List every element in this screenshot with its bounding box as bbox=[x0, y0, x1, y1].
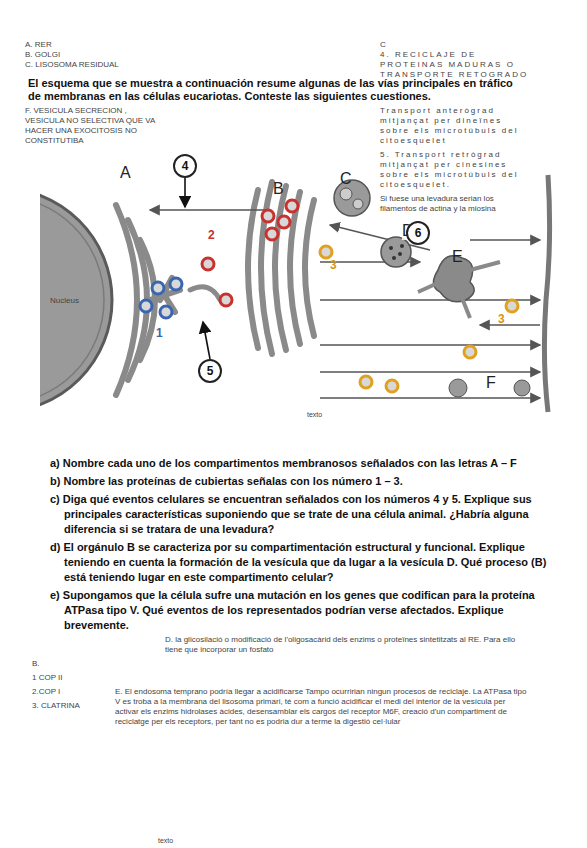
answer-note: C bbox=[380, 40, 530, 50]
question: b) Nombre las proteínas de cubiertas señ… bbox=[48, 474, 569, 489]
callout-number: 5 bbox=[207, 364, 214, 378]
compartment-letter: A bbox=[120, 164, 131, 182]
question: d) El orgánulo B se caracteriza por su c… bbox=[48, 540, 569, 585]
callout-circle: 4 bbox=[173, 154, 197, 178]
answer-note: Transport anterògrad mitjançat per dineï… bbox=[380, 106, 528, 146]
coat-number: 3 bbox=[498, 312, 505, 326]
coat-number: 1 bbox=[156, 326, 163, 340]
answer-note: D. la glicosilació o modificació de l'ol… bbox=[165, 635, 530, 655]
compartment-letter: C bbox=[340, 170, 352, 188]
compartment-letter: B bbox=[273, 180, 284, 198]
compartment-letter: E bbox=[452, 248, 463, 266]
question: e) Supongamos que la célula sufre una mu… bbox=[48, 588, 569, 633]
answer-note: 1 COP II bbox=[32, 673, 132, 683]
answer-note: A. RER bbox=[25, 40, 175, 50]
answer-note: Si fuese una levadura serian los filamen… bbox=[380, 194, 528, 214]
answer-note: E. El endosoma temprano podría llegar a … bbox=[115, 687, 530, 727]
coat-number: 3 bbox=[330, 258, 337, 272]
caption-note: texto bbox=[158, 836, 173, 845]
compartment-letter: F bbox=[486, 374, 496, 392]
callout-circle: 5 bbox=[198, 359, 222, 383]
caption-note: texto bbox=[307, 410, 322, 419]
question: c) Diga qué eventos celulares se encuent… bbox=[48, 492, 569, 537]
answer-note: 5. Transport retrògrad mitjançat per cin… bbox=[380, 150, 528, 190]
callout-circle: 6 bbox=[406, 221, 430, 245]
title: El esquema que se muestra a continuación… bbox=[28, 77, 528, 103]
answer-note: B. bbox=[32, 659, 132, 669]
coat-number: 2 bbox=[208, 228, 215, 242]
nucleus-label: Nucleus bbox=[50, 296, 79, 306]
answer-note: C. LISOSOMA RESIDUAL bbox=[25, 60, 175, 70]
answer-note: F. VESICULA SECRECION , VESICULA NO SELE… bbox=[25, 106, 160, 146]
answer-note: 4. RECICLAJE DE PROTEINAS MADURAS O TRAN… bbox=[380, 50, 530, 80]
answer-note: B. GOLGI bbox=[25, 50, 175, 60]
question: a) Nombre cada uno de los compartimentos… bbox=[48, 456, 569, 471]
callout-number: 4 bbox=[182, 159, 189, 173]
callout-number: 6 bbox=[415, 226, 422, 240]
